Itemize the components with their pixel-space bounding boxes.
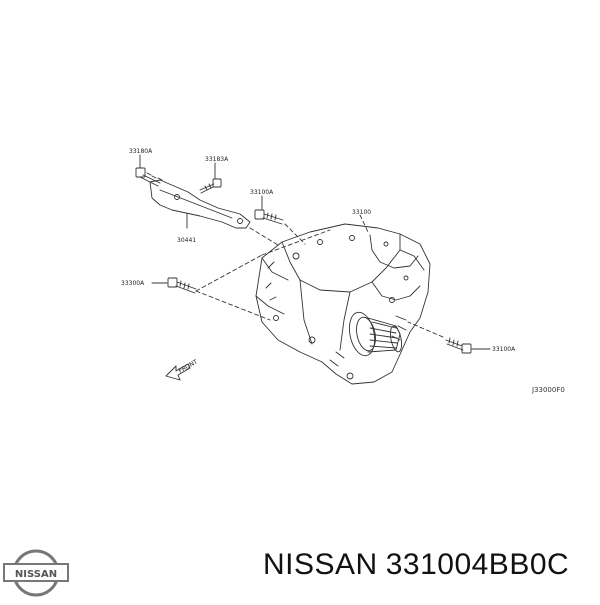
front-label: FRONT [178,358,200,374]
callout-bolt-top-left: 33180A [129,148,153,155]
callout-bracket: 30441 [177,237,196,244]
assembly-guides [195,214,444,338]
diagram-code: J33000F0 [531,386,565,394]
transfer-unit [255,223,431,385]
front-arrow-icon [165,363,191,381]
callout-bolt-top-mid: 33183A [205,156,229,163]
callout-bolt-right: 33100A [492,346,516,353]
bolt-right [445,337,472,354]
callout-transfer-unit: 33100 [352,209,371,216]
callout-bolt-bracket: 33100A [250,189,274,196]
bolt-left [167,277,197,294]
part-number: 331004BB0C [385,548,570,581]
logo-text: NISSAN [15,569,57,580]
brand-name: NISSAN [263,548,378,581]
bolt-top-left [135,167,163,187]
bolt-top-mid [199,178,222,194]
bracket-part [149,179,251,229]
callout-bolt-left: 33300A [121,280,145,287]
nissan-logo: NISSAN [3,549,69,597]
bolt-bracket [254,209,284,225]
